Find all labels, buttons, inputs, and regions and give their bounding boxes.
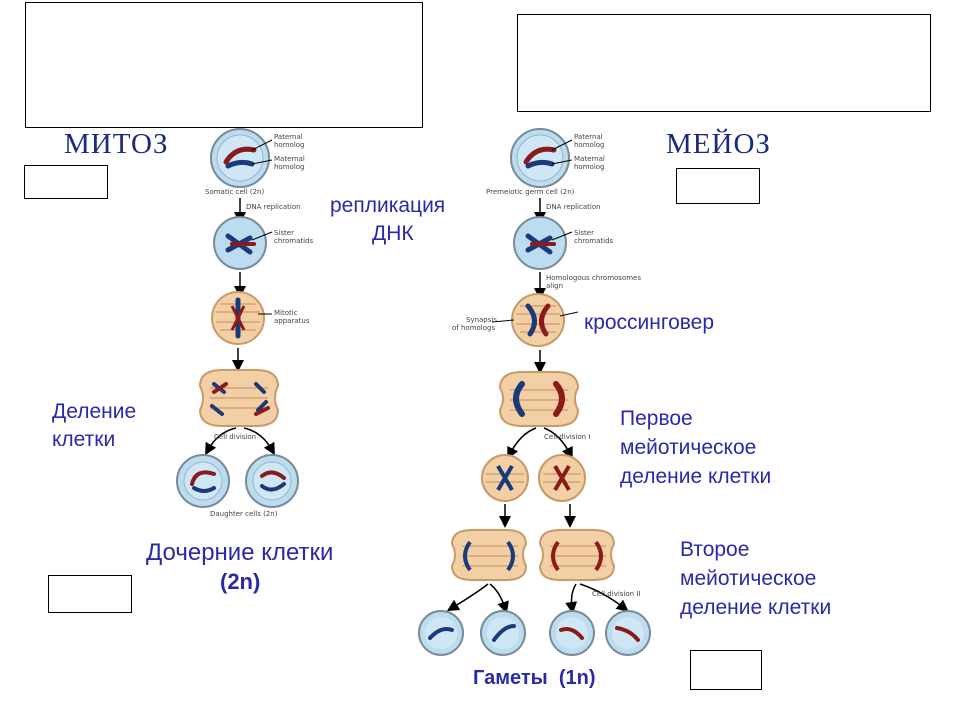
en-dna-replication-right: DNA replication	[546, 203, 601, 211]
title-mitosis: МИТОЗ	[64, 128, 169, 160]
gamete-2	[480, 610, 526, 656]
en-daughter-cells: Daughter cells (2n)	[210, 510, 278, 518]
label-second-division-1: Второе	[680, 538, 750, 561]
arrow-gamete-1	[446, 583, 489, 612]
en-maternal-right-1: Maternal	[574, 155, 605, 163]
arrow-meiosis-left	[507, 427, 537, 460]
en-synapsis-2: of homologs	[452, 324, 496, 332]
arrow-mitosis-right	[243, 427, 275, 456]
en-sister-left-1: Sister	[274, 229, 294, 237]
arrow-gamete-3	[565, 583, 578, 614]
en-mitotic-1: Mitotic	[274, 309, 298, 317]
somatic-cell	[210, 128, 273, 188]
gamete-1	[418, 610, 464, 656]
en-cell-division: Cell division	[214, 433, 257, 441]
arrow-mitosis-left	[205, 427, 237, 456]
mitotic-apparatus-cell	[211, 291, 272, 345]
en-maternal-left-2: homolog	[274, 163, 305, 171]
answer-box-bottom-left	[48, 575, 132, 613]
arrow-gamete-2	[489, 583, 509, 614]
label-crossing-over: кроссинговер	[584, 311, 715, 334]
label-second-division-3: деление клетки	[680, 596, 832, 619]
gamete-4	[605, 610, 651, 656]
label-replication-2: ДНК	[372, 222, 414, 245]
meiosis-first-division-cell	[498, 371, 580, 427]
answer-box-top-left	[25, 2, 423, 128]
en-homologous-2: align	[546, 282, 564, 290]
meiosis-I-daughter-right	[538, 454, 586, 502]
label-first-division-1: Первое	[620, 407, 693, 430]
label-daughter-2n: (2n)	[220, 569, 261, 594]
en-sister-right-2: chromatids	[574, 237, 614, 245]
en-sister-right-1: Sister	[574, 229, 594, 237]
en-synapsis-1: Synapsis	[466, 316, 497, 324]
en-paternal-right-1: Paternal	[574, 133, 603, 141]
en-homologous-1: Homologous chromosomes	[546, 274, 642, 282]
arrow-gamete-4	[579, 583, 629, 612]
en-paternal-left-1: Paternal	[274, 133, 303, 141]
meiosis-II-dividing-left	[450, 529, 528, 581]
gamete-3	[549, 610, 595, 656]
mitosis-dividing-cell	[198, 369, 280, 427]
mitosis-daughter-cell-right	[245, 454, 299, 508]
premeiotic-cell	[510, 128, 573, 188]
en-maternal-right-2: homolog	[574, 163, 605, 171]
meiosis-I-daughter-left	[481, 454, 529, 502]
mitosis-sister-chromatids-cell	[213, 216, 273, 270]
synapsis-cell	[491, 293, 579, 347]
en-sister-left-2: chromatids	[274, 237, 314, 245]
label-daughter-cells: Дочерние клетки	[146, 539, 334, 566]
label-replication-1: репликация	[330, 194, 446, 217]
en-maternal-left-1: Maternal	[274, 155, 305, 163]
label-division-2: клетки	[52, 428, 116, 451]
en-paternal-right-2: homolog	[574, 141, 605, 149]
en-somatic: Somatic cell (2n)	[205, 188, 265, 196]
label-division-1: Деление	[52, 400, 137, 423]
en-paternal-left-2: homolog	[274, 141, 305, 149]
meiosis-sister-chromatids-cell	[513, 216, 573, 270]
label-gametes: Гаметы (1n)	[473, 667, 596, 689]
en-dna-replication-left: DNA replication	[246, 203, 301, 211]
arrow-meiosis-right	[543, 427, 573, 460]
answer-box-meiosis-small	[676, 168, 760, 204]
label-first-division-3: деление клетки	[620, 465, 772, 488]
mitosis-daughter-cell-left	[176, 454, 230, 508]
en-cell-division-1: Cell division I	[544, 433, 591, 441]
en-premeiotic: Premeiotic germ cell (2n)	[486, 188, 575, 196]
answer-box-top-right	[517, 14, 931, 112]
en-mitotic-2: apparatus	[274, 317, 310, 325]
answer-box-bottom-right	[690, 650, 762, 690]
meiosis-II-dividing-right	[538, 529, 616, 581]
answer-box-mitosis-small	[24, 165, 108, 199]
en-cell-division-2: Cell division II	[592, 590, 641, 598]
label-first-division-2: мейотическое	[620, 436, 757, 459]
label-second-division-2: мейотическое	[680, 567, 817, 590]
title-meiosis: МЕЙОЗ	[666, 128, 771, 160]
